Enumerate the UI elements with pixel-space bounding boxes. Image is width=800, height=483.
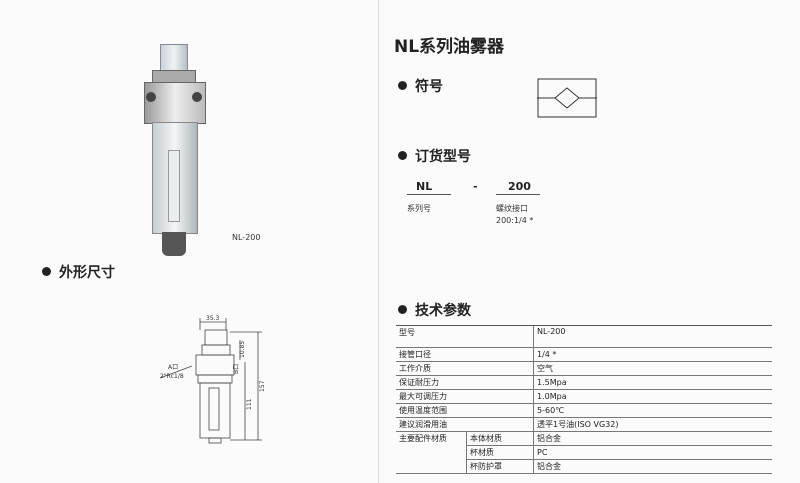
order-heading: 订货型号 bbox=[398, 146, 471, 166]
table-row: 杯防护罩铝合金 bbox=[396, 459, 772, 474]
materials-label: 主要配件材质 bbox=[396, 431, 467, 474]
table-row: 建议润滑用油透平1号油(ISO VG32) bbox=[396, 417, 772, 432]
lubricator-symbol-icon bbox=[537, 78, 597, 118]
spec-label: 使用温度范围 bbox=[396, 403, 534, 418]
port-underline bbox=[496, 194, 540, 195]
spec-value: NL-200 bbox=[533, 326, 772, 348]
material-value: 铝合金 bbox=[533, 459, 772, 474]
dimensions-heading-text: 外形尺寸 bbox=[59, 265, 115, 281]
spec-label: 接管口径 bbox=[396, 347, 534, 362]
table-row: 主要配件材质本体材质铝合金 bbox=[396, 431, 772, 474]
dimension-drawing: 35.3 10.85 157 111 A口 B口 2"Rc1/8 bbox=[159, 315, 266, 444]
port-code: 200 bbox=[508, 180, 531, 193]
spec-label: 工作介质 bbox=[396, 361, 534, 376]
specs-heading-text: 技术参数 bbox=[415, 303, 471, 319]
code-dash: - bbox=[473, 180, 478, 193]
dimensions-heading: 外形尺寸 bbox=[42, 262, 115, 282]
material-part: 本体材质 bbox=[466, 431, 534, 446]
spec-value: 透平1号油(ISO VG32) bbox=[533, 417, 772, 432]
spec-value: 1.5Mpa bbox=[533, 375, 772, 390]
series-code: NL bbox=[416, 180, 433, 193]
dim-width: 35.3 bbox=[206, 315, 220, 322]
spec-value: 1/4 * bbox=[533, 347, 772, 362]
material-part: 杯材质 bbox=[466, 445, 534, 460]
dim-top: 10.85 bbox=[239, 341, 246, 358]
symbol-heading-text: 符号 bbox=[415, 79, 443, 95]
series-label: 系列号 bbox=[407, 204, 431, 213]
bullet-icon bbox=[398, 81, 407, 90]
spec-value: 5-60℃ bbox=[533, 403, 772, 418]
port-b: B口 bbox=[233, 364, 240, 374]
bullet-icon bbox=[42, 267, 51, 276]
order-heading-text: 订货型号 bbox=[415, 149, 471, 165]
specs-top-rule bbox=[396, 325, 772, 326]
port-value: 200:1/4 * bbox=[496, 216, 534, 225]
product-photo bbox=[140, 40, 220, 265]
spec-label: 型号 bbox=[396, 326, 534, 348]
bullet-icon bbox=[398, 305, 407, 314]
specs-heading: 技术参数 bbox=[398, 300, 471, 320]
page-title: NL系列油雾器 bbox=[394, 37, 505, 57]
bullet-icon bbox=[398, 151, 407, 160]
material-part: 杯防护罩 bbox=[466, 459, 534, 474]
spec-label: 保证耐压力 bbox=[396, 375, 534, 390]
port-a: A口 bbox=[168, 364, 178, 371]
spec-label: 最大可调压力 bbox=[396, 389, 534, 404]
port-label: 螺纹接口 bbox=[496, 204, 528, 213]
photo-caption: NL-200 bbox=[232, 233, 261, 242]
symbol-heading: 符号 bbox=[398, 76, 443, 96]
page-divider bbox=[378, 0, 379, 483]
spec-label: 建议润滑用油 bbox=[396, 417, 534, 432]
table-row: 工作介质空气 bbox=[396, 361, 772, 376]
thread-label: 2"Rc1/8 bbox=[160, 373, 184, 380]
series-underline bbox=[407, 194, 451, 195]
material-value: 铝合金 bbox=[533, 431, 772, 446]
spec-value: 1.0Mpa bbox=[533, 389, 772, 404]
dim-lower: 111 bbox=[246, 398, 253, 410]
material-value: PC bbox=[533, 445, 772, 460]
dim-total: 157 bbox=[259, 380, 266, 392]
spec-value: 空气 bbox=[533, 361, 772, 376]
